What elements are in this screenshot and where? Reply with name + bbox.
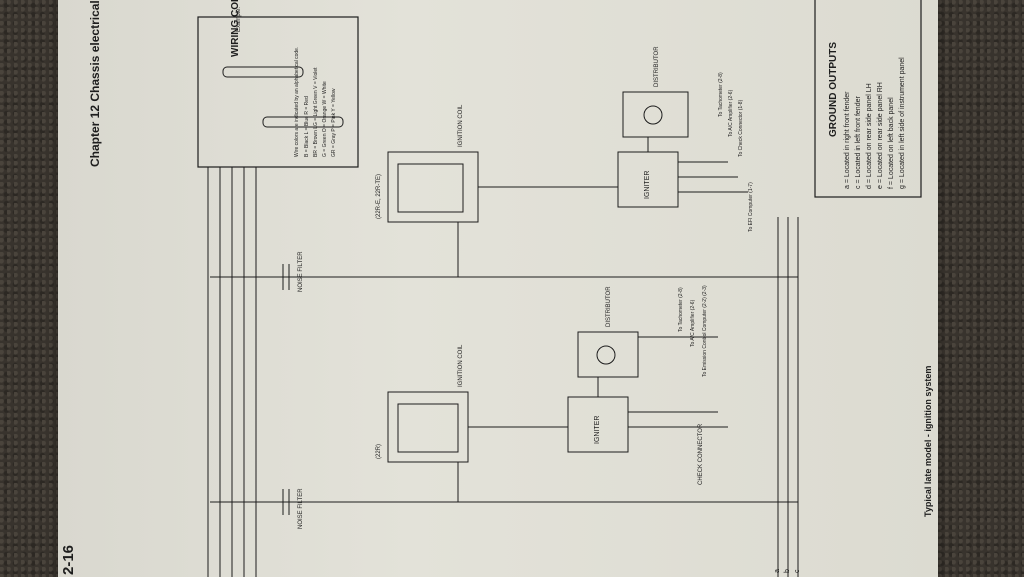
lower-distributor-box	[577, 331, 639, 378]
ground-output-item: e = Located on rear side panel RH	[877, 82, 884, 189]
ground-outputs-box	[814, 0, 922, 198]
upper-output-ac-amplifier: To A/C Amplifier (2-6)	[728, 89, 734, 137]
lower-check-connector-label: CHECK CONNECTOR	[698, 423, 704, 485]
wiring-diagram	[197, 0, 922, 577]
ground-letter-a: a	[774, 569, 781, 573]
color-code-note: Wire colors are indicated by an alphabet…	[294, 46, 300, 157]
upper-output-check-connector: To Check Connector (1-8)	[738, 99, 744, 157]
upper-distributor-rotor	[643, 105, 663, 125]
color-code-line-2: BR = Brown LG = Light Green V = Violet	[313, 67, 319, 157]
example-wire-1	[222, 66, 304, 78]
lower-distributor-rotor	[596, 345, 616, 365]
lower-coil-inner	[397, 403, 459, 453]
upper-coil-label: IGNITION COIL	[458, 104, 464, 147]
ground-output-item: f = Located on left back panel	[888, 97, 895, 189]
upper-distributor-box	[622, 91, 689, 138]
lower-distributor-label: DISTRIBUTOR	[606, 286, 612, 327]
lower-output-emission: To Emission Control Computer (2-2) (2-3)	[702, 285, 708, 377]
color-code-line-4: GR = Gray P = Pink Y = Yellow	[331, 88, 337, 157]
lower-output-ac-amplifier: To A/C Amplifier (2-6)	[690, 299, 696, 347]
ground-letter-c: c	[794, 569, 801, 574]
ground-letter-b: b	[784, 569, 791, 573]
lower-output-tachometer: To Tachometer (2-8)	[678, 287, 684, 332]
ground-outputs-title: GROUND OUTPUTS	[828, 42, 839, 137]
ground-output-item: g = Located in left side of instrument p…	[899, 57, 906, 189]
upper-coil-inner	[397, 163, 464, 213]
color-code-line-1: B = Black L = Blue R = Red	[304, 96, 310, 157]
ground-output-item: d = Located on rear side panel LH	[866, 83, 873, 189]
lower-noise-filter-label: NOISE FILTER	[298, 488, 304, 529]
figure-caption: Typical late model - ignition system	[923, 365, 933, 517]
manual-page	[58, 0, 938, 577]
upper-noise-filter-label: NOISE FILTER	[298, 251, 304, 292]
upper-output-efi: To EFI Computer (1-7)	[748, 182, 754, 232]
upper-igniter-label: IGNITER	[644, 170, 651, 199]
color-code-example: Example:	[236, 6, 242, 32]
ground-output-item: c = Located in left front fender	[855, 96, 862, 189]
lower-model-label: (22R)	[376, 443, 382, 459]
upper-distributor-label: DISTRIBUTOR	[654, 46, 660, 87]
example-wire-2	[262, 116, 344, 128]
upper-model-label: (22R-E, 22R-TE)	[376, 173, 382, 219]
lower-igniter-label: IGNITER	[594, 415, 601, 444]
color-code-line-3: G = Green O = Orange W = White	[322, 81, 328, 157]
color-code-box	[197, 16, 359, 168]
ground-output-item: a = Located in right front fender	[844, 91, 851, 189]
rotated-page-viewport: 2-16 Chapter 12 Chassis electrical syste…	[58, 0, 935, 577]
upper-output-tachometer: To Tachometer (2-8)	[718, 72, 724, 117]
lower-coil-label: IGNITION COIL	[458, 344, 464, 387]
rotated-page-content: 2-16 Chapter 12 Chassis electrical syste…	[58, 0, 935, 577]
